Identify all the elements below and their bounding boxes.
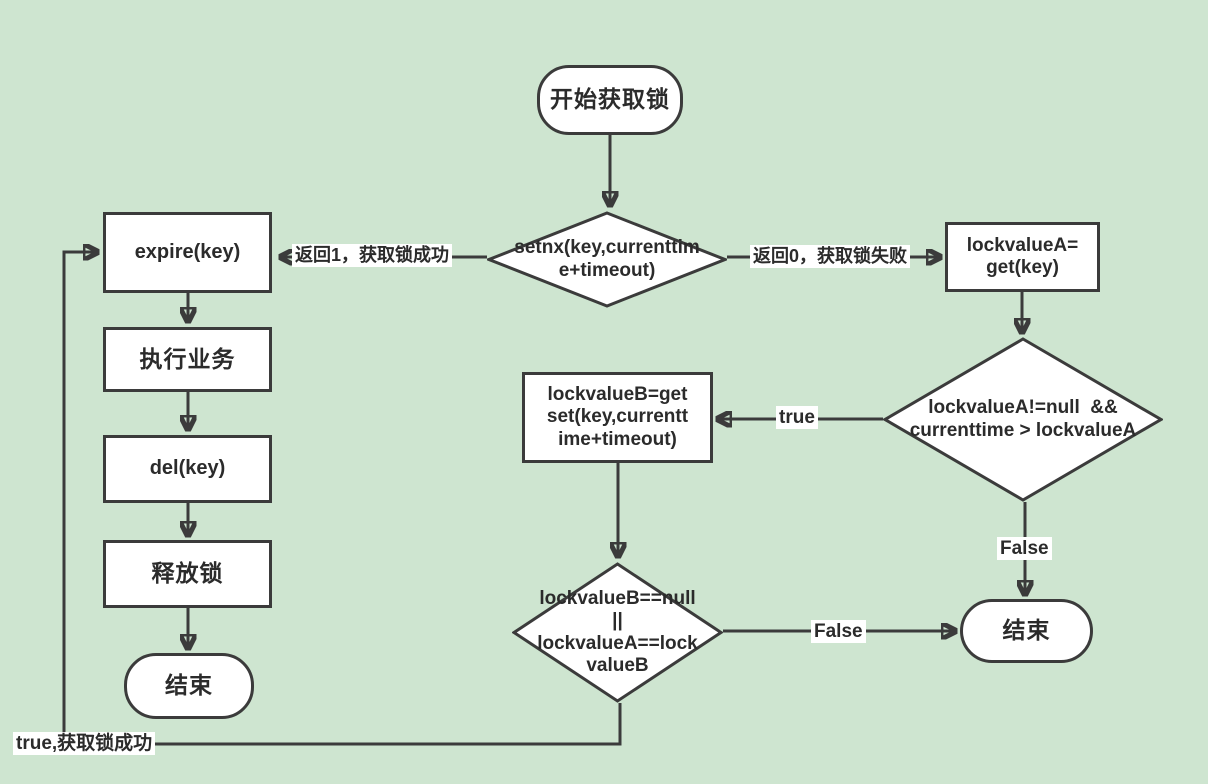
get-lockvalue-a-node: lockvalueA= get(key) <box>945 222 1100 292</box>
edge-label-false-to-end-right: False <box>811 620 866 643</box>
end-right-label: 结束 <box>1002 617 1051 644</box>
expired-decision-label: lockvalueA!=null && currenttime > lockva… <box>909 397 1137 441</box>
decision-diamond-shape <box>512 562 723 703</box>
getset-node: lockvalueB=get set(key,currentt ime+time… <box>522 372 713 463</box>
edge-label-true-loop-back: true,获取锁成功 <box>13 732 156 755</box>
decision-diamond-shape <box>487 211 727 308</box>
edge-label-false-down-to-end: False <box>997 537 1052 560</box>
start-node: 开始获取锁 <box>537 65 683 135</box>
end-right-node: 结束 <box>960 599 1093 663</box>
setnx-decision-label: setnx(key,currenttim e+timeout) <box>514 237 700 281</box>
setnx-decision-node: setnx(key,currenttim e+timeout) <box>487 211 727 308</box>
getset-label: lockvalueB=get set(key,currentt ime+time… <box>546 383 689 450</box>
edge-label-acquired-fail: 返回0，获取锁失败 <box>750 245 911 268</box>
del-key-node: del(key) <box>103 435 272 503</box>
release-lock-node: 释放锁 <box>103 540 272 608</box>
expire-node: expire(key) <box>103 212 272 293</box>
execute-business-node: 执行业务 <box>103 327 272 392</box>
edge-label-true-to-getset: true <box>776 406 818 429</box>
get-lockvalue-a-label: lockvalueA= get(key) <box>966 234 1079 278</box>
end-left-label: 结束 <box>165 672 213 699</box>
edge-label-acquired-success: 返回1，获取锁成功 <box>292 244 453 267</box>
execute-business-label: 执行业务 <box>139 345 236 372</box>
recheck-decision-label: lockvalueB==null || lockvalueA==lock val… <box>537 587 698 676</box>
del-key-label: del(key) <box>149 457 226 480</box>
decision-diamond-shape <box>883 337 1163 502</box>
start-node-label: 开始获取锁 <box>550 86 670 113</box>
recheck-decision-node: lockvalueB==null || lockvalueA==lock val… <box>512 562 723 703</box>
release-lock-label: 释放锁 <box>151 560 224 587</box>
expired-decision-node: lockvalueA!=null && currenttime > lockva… <box>883 337 1163 502</box>
expire-node-label: expire(key) <box>134 240 241 263</box>
end-left-node: 结束 <box>124 653 254 719</box>
